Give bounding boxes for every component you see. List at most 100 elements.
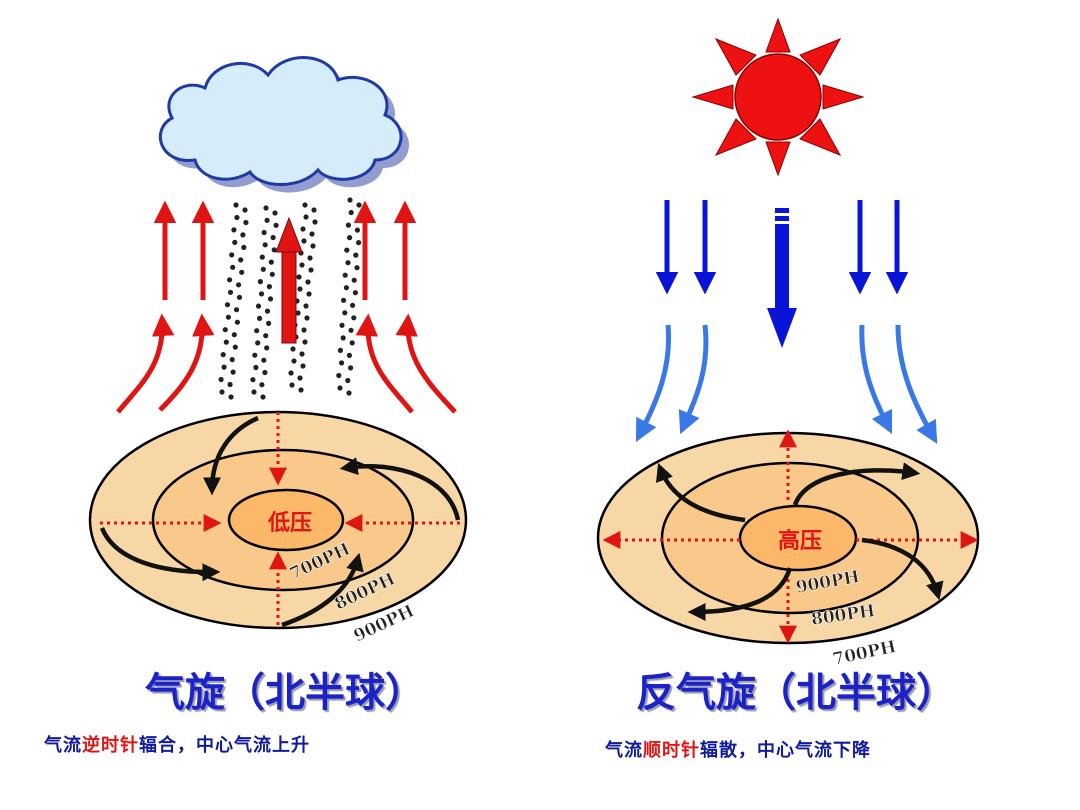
rain-dot [218,376,224,383]
anticyclone-caption-part1: 气流 [605,740,643,761]
rain-dot [230,264,236,270]
rain-dot [350,302,356,308]
sinking-air-curved-arrows [635,324,938,444]
rain-dot [236,282,242,288]
rain-dot [354,227,360,233]
rain-dot [220,352,226,358]
rain-dot [255,303,262,309]
rain-dot [296,274,302,280]
rain-dot [238,257,244,263]
rain-dot [264,308,271,314]
rain-dot [242,207,248,213]
rain-dot [225,314,231,320]
rain-dot [348,209,354,216]
rain-dot [239,269,245,275]
rain-dot [227,277,233,283]
rain-dot [229,252,235,258]
rain-dot [234,319,240,325]
rain-dot [348,327,354,333]
rain-dot [241,244,247,250]
rain-dot [262,369,268,376]
cyclone-pressure-system: 低压 700PH 800PH 900PH [88,410,468,647]
rain-dot [303,214,309,220]
cyclone-caption: 气流逆时针辐合，中心气流上升 [44,731,310,757]
rain-dot [345,222,351,228]
rain-dot [307,255,313,261]
rain-dot [260,394,266,400]
rain-dot [346,390,352,396]
rain-dot [301,238,307,244]
cyclone-caption-part2: 辐合，中心气流上升 [139,735,310,756]
rain-dot [337,347,343,353]
anticyclone-caption-highlight: 顺时针 [643,740,700,761]
rain-dot [267,296,274,302]
rain-dot [269,271,275,277]
rain-dot [223,339,229,345]
rain-dot [260,266,266,272]
rain-dot [352,290,358,296]
rain-dot [243,219,249,226]
rain-dot [271,247,277,253]
rain-dot [261,357,267,363]
rain-dot [253,364,259,371]
rain-dot [305,279,311,285]
rain-dot [231,227,237,233]
rain-dot [272,210,278,216]
rain-dot [343,285,349,291]
anticyclone-pressure-system: 高压 900PH 800PH 700PH [596,429,980,670]
rain-dot [351,315,357,321]
cyclone-center-label: 低压 [267,511,312,536]
central-rising-arrow [275,216,303,344]
rain-dot [263,333,269,339]
cyclone-title: 气旋（北半球） [145,670,425,716]
rain-dot [291,358,297,364]
rain-dot [228,394,234,400]
anticyclone-caption: 气流顺时针辐散，中心气流下降 [605,736,871,762]
rain-dot [259,254,265,260]
rain-dot [298,387,304,393]
rain-dot [234,214,240,221]
rain-dot [303,303,309,309]
rain-dot [301,327,307,333]
central-sinking-arrow [767,208,797,348]
rain-dot [342,272,348,278]
rain-dot [262,242,268,248]
cyclone-caption-highlight: 逆时针 [82,735,139,756]
rain-dot [347,235,353,241]
rain-dot [342,310,348,316]
rain-dot [302,202,308,208]
rain-dot [336,372,342,379]
rain-dot [308,267,314,273]
rain-dot [268,259,274,265]
rain-dot [251,389,257,395]
rain-dot [345,260,351,266]
rain-dot [348,365,354,371]
rain-dot [299,351,305,357]
rain-dot [289,382,295,388]
rain-dot [270,234,276,241]
rain-dot [264,345,270,351]
cyclone-caption-part1: 气流 [44,735,82,756]
rain-dot [232,239,238,245]
rain-dot [311,207,317,213]
rain-dot [222,327,228,333]
rain-dot [341,297,347,303]
rain-dot [221,364,227,370]
rain-dot [263,205,269,211]
rain-dot [349,340,355,346]
rain-dot [232,344,238,350]
rain-dot [300,226,306,232]
rain-dot [346,352,352,358]
anticyclone-caption-part2: 辐散，中心气流下降 [700,740,871,761]
rain-dot [258,291,265,297]
sun-icon [691,17,865,177]
rain-dot [290,346,296,352]
rain-dot [261,229,267,236]
rain-dot [266,320,272,326]
rain-dot [356,202,362,208]
rain-dot [233,307,240,313]
rain-dot [344,247,350,253]
rain-dot [354,265,360,271]
rain-dot [306,291,312,297]
